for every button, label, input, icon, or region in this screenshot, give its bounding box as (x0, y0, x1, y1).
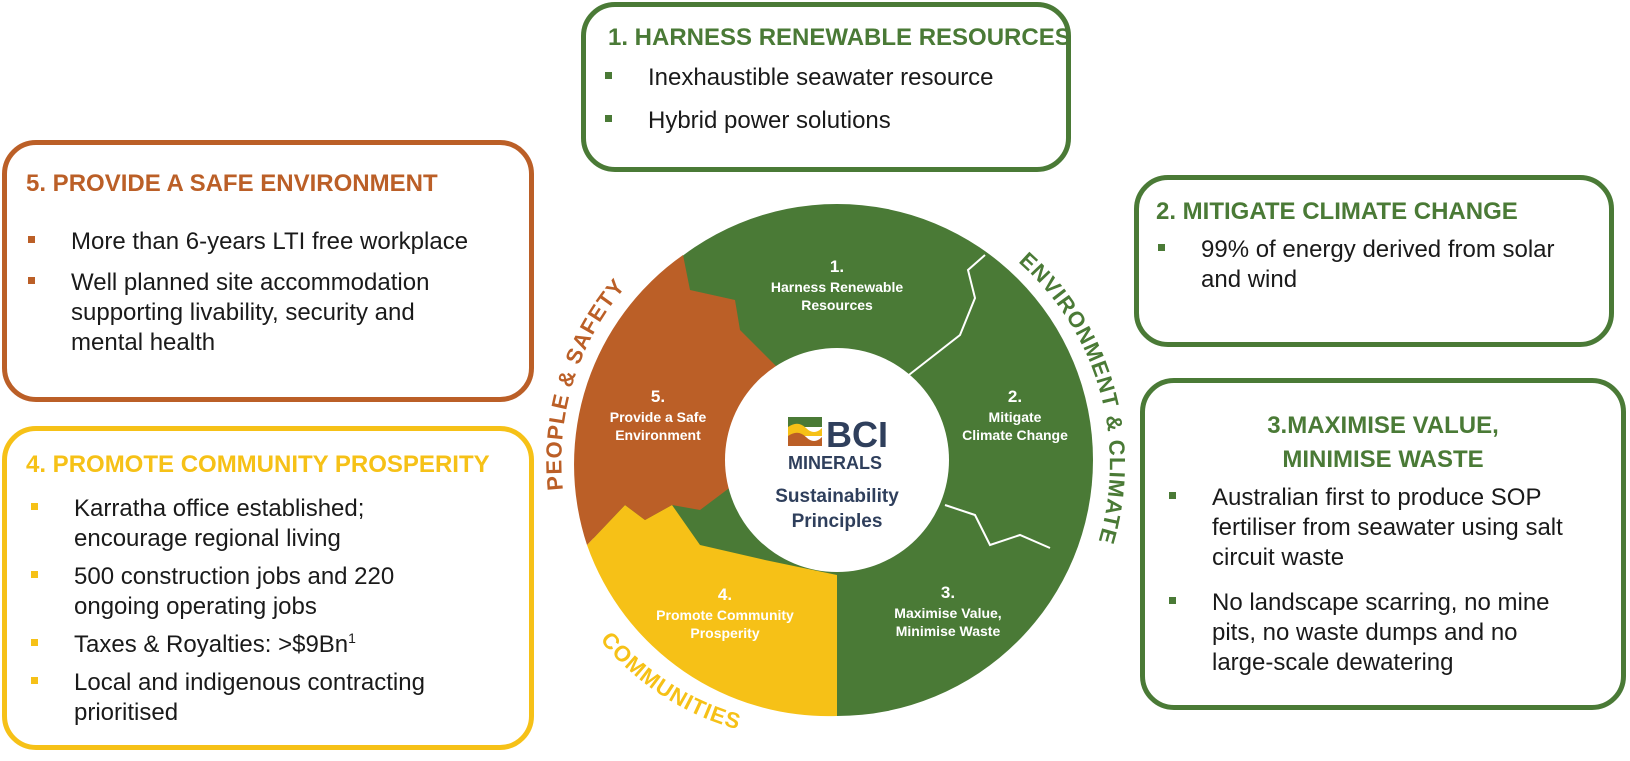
box-4-title: 4. PROMOTE COMMUNITY PROSPERITY (26, 451, 490, 478)
box-1-bullets: Inexhaustible seawater resource Hybrid p… (603, 63, 994, 136)
box-5-bullet: More than 6-years LTI free workplace (26, 227, 468, 257)
segment-5-label: 5. Provide a Safe Environment (610, 387, 707, 443)
svg-text:Environment: Environment (615, 427, 701, 443)
principle-box-4: 4. PROMOTE COMMUNITY PROSPERITY Karratha… (2, 426, 534, 750)
center-caption-line1: Sustainability (775, 486, 899, 507)
svg-text:Harness Renewable: Harness Renewable (771, 279, 903, 295)
box-1-bullet: Hybrid power solutions (603, 106, 994, 136)
segment-1-label: 1. Harness Renewable Resources (771, 257, 903, 313)
logo-minerals: MINERALS (788, 453, 882, 473)
divider-1-2 (904, 254, 986, 379)
center-caption-line2: Principles (792, 511, 883, 532)
segment-2-label: 2. Mitigate Climate Change (962, 387, 1068, 443)
svg-text:Maximise Value,: Maximise Value, (894, 605, 1001, 621)
box-2-title: 2. MITIGATE CLIMATE CHANGE (1156, 198, 1518, 225)
box-1-bullet: Inexhaustible seawater resource (603, 63, 994, 93)
box-5-bullets: More than 6-years LTI free workplace Wel… (26, 227, 468, 358)
box-5-title: 5. PROVIDE A SAFE ENVIRONMENT (26, 170, 438, 197)
principle-box-5: 5. PROVIDE A SAFE ENVIRONMENT More than … (2, 140, 534, 402)
principle-box-1: 1. HARNESS RENEWABLE RESOURCES Inexhaust… (581, 2, 1071, 172)
svg-text:4.: 4. (718, 585, 732, 604)
principle-box-3: 3.MAXIMISE VALUE,MINIMISE WASTE Australi… (1140, 378, 1626, 710)
svg-text:Climate Change: Climate Change (962, 427, 1068, 443)
center-circle (725, 348, 949, 572)
box-3-title: 3.MAXIMISE VALUE,MINIMISE WASTE (1267, 412, 1499, 473)
segment-3-label: 3. Maximise Value, Minimise Waste (894, 583, 1001, 639)
svg-text:Mitigate: Mitigate (989, 409, 1042, 425)
box-4-bullets: Karratha office established;encourage re… (29, 494, 425, 728)
logo-bci: BCI (826, 414, 888, 455)
segment-4-label: 4. Promote Community Prosperity (656, 585, 794, 641)
box-4-bullet: Taxes & Royalties: >$9Bn1 (29, 630, 425, 660)
segment-4-promote-community (587, 505, 837, 717)
svg-text:Resources: Resources (801, 297, 873, 313)
svg-text:2.: 2. (1008, 387, 1022, 406)
svg-text:1.: 1. (830, 257, 844, 276)
svg-text:5.: 5. (651, 387, 665, 406)
svg-text:Provide a Safe: Provide a Safe (610, 409, 707, 425)
footnote-marker: 1 (348, 630, 356, 646)
bci-logo-mark-icon (788, 417, 822, 446)
divider-2-3 (944, 504, 1051, 549)
principle-box-2: 2. MITIGATE CLIMATE CHANGE 99% of energy… (1134, 175, 1614, 347)
box-4-bullet: Karratha office established;encourage re… (29, 494, 425, 554)
svg-text:Prosperity: Prosperity (690, 625, 759, 641)
box-1-title: 1. HARNESS RENEWABLE RESOURCES (608, 24, 1071, 51)
svg-text:Promote Community: Promote Community (656, 607, 794, 623)
svg-text:Minimise Waste: Minimise Waste (896, 623, 1001, 639)
svg-text:3.: 3. (941, 583, 955, 602)
